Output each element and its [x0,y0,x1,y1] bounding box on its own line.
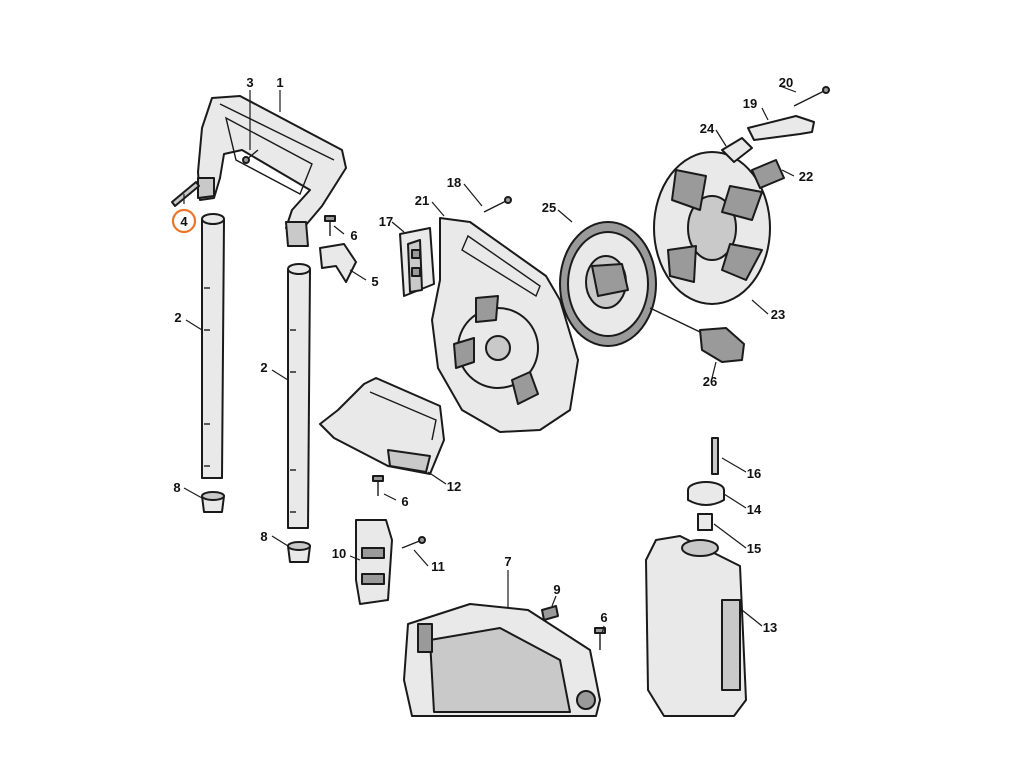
callout-4-highlight[interactable]: 4 [171,208,197,234]
callout-5: 5 [371,274,378,289]
part-screw-11 [401,536,426,549]
callout-23: 23 [771,307,785,322]
callout-2-right: 2 [260,360,267,375]
highlight-ring [171,208,197,234]
callout-4: 4 [180,214,188,229]
part-clip-9 [541,605,559,621]
leader-lines [183,85,797,635]
part-pin-4 [171,181,200,207]
callout-24: 24 [700,121,715,136]
part-connector-26 [649,307,745,363]
part-knob-24 [721,137,753,163]
part-hose-16 [711,437,719,475]
callout-9: 9 [553,582,560,597]
callout-19: 19 [743,96,757,111]
part-reel-frame-21 [431,217,579,433]
callout-25: 25 [542,200,556,215]
part-valve-15 [697,513,713,531]
part-screw-20 [793,86,830,107]
callout-6-top: 6 [350,228,357,243]
callout-15: 15 [747,541,761,556]
part-crank-19 [747,115,815,141]
callout-12: 12 [447,479,461,494]
callout-11: 11 [431,559,445,574]
part-screw-6c [594,627,606,650]
part-cap-14 [687,481,725,506]
callout-1: 1 [276,75,283,90]
part-screw-6b [372,475,384,496]
callout-17: 17 [379,214,393,229]
callout-14: 14 [747,502,762,517]
callout-16: 16 [747,466,761,481]
part-cap-right [287,541,311,563]
callout-22: 22 [799,169,813,184]
part-bracket-17 [399,227,435,297]
part-tray-12 [319,377,445,475]
callout-3: 3 [246,75,253,90]
callout-labels: 1 3 4 2 2 8 8 6 5 17 18 21 25 24 19 20 2… [171,75,813,635]
callout-26: 26 [703,374,717,389]
callout-10: 10 [332,546,346,561]
callout-20: 20 [779,75,793,90]
part-tube-left [201,213,225,479]
callout-8-left: 8 [173,480,180,495]
part-holder-10 [355,519,393,605]
callout-21: 21 [415,193,429,208]
part-hose-reel-25 [559,221,657,347]
callout-7: 7 [504,554,511,569]
callout-13: 13 [763,620,777,635]
part-nut-22 [751,159,785,189]
callout-2-left: 2 [174,310,181,325]
part-handle [197,95,347,247]
part-base-7 [403,603,601,717]
callout-18: 18 [447,175,461,190]
part-screw-18 [483,196,512,213]
callout-6-bottom: 6 [600,610,607,625]
part-screw-3 [242,149,259,164]
part-tank-13 [645,535,747,717]
part-reel-drum-23 [653,151,771,305]
part-clip-5 [319,243,357,283]
part-tube-right [287,263,311,529]
callout-6-mid: 6 [401,494,408,509]
part-cap-left [201,491,225,513]
part-screw-6a [324,215,336,236]
callout-8-right: 8 [260,529,267,544]
